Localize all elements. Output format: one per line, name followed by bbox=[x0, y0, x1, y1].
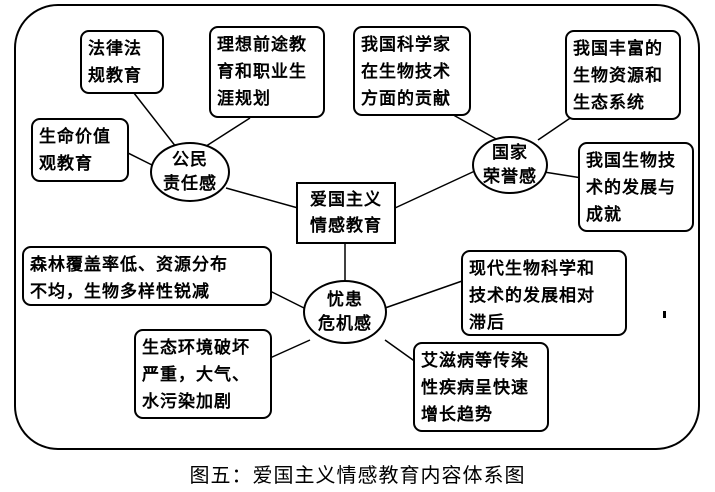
connector-crisis-ecology bbox=[269, 339, 311, 359]
hub-civic-responsibility: 公民 责任感 bbox=[150, 142, 230, 202]
hub-honor-label: 国家 荣誉感 bbox=[483, 143, 537, 187]
connector-civic-law bbox=[129, 87, 181, 153]
hub-national-honor: 国家 荣誉感 bbox=[472, 136, 548, 194]
connector-crisis-forest bbox=[267, 289, 309, 311]
diagram-frame bbox=[14, 4, 700, 450]
box-scientists-contribution: 我国科学家 在生物技术 方面的贡献 bbox=[353, 26, 471, 116]
box-biotech-development: 我国生物技 术的发展与 成就 bbox=[578, 142, 694, 232]
box-aids-infectious-disease: 艾滋病等传染 性疾病呈快速 增长趋势 bbox=[413, 342, 549, 432]
box-life-values-education: 生命价值 观教育 bbox=[31, 118, 129, 182]
center-node-label: 爱国主义 情感教育 bbox=[310, 190, 382, 236]
box-forest-resources-biodiversity: 森林覆盖率低、资源分布 不均，生物多样性锐减 bbox=[22, 246, 272, 306]
box-ecology-pollution: 生态环境破坏 严重，大气、 水污染加剧 bbox=[134, 329, 272, 419]
connector-honor-center bbox=[394, 169, 478, 209]
box-modern-biotech-lag: 现代生物科学和 技术的发展相对 滞后 bbox=[461, 250, 627, 336]
connector-honor-scientists bbox=[447, 111, 499, 141]
hub-crisis-label: 忧患 危机感 bbox=[318, 290, 372, 334]
connector-crisis-modern bbox=[384, 279, 466, 309]
connector-civic-center bbox=[225, 187, 299, 209]
box-ideal-career-planning: 理想前途教 育和职业生 涯规划 bbox=[209, 26, 325, 118]
hub-civic-label: 公民 责任感 bbox=[163, 150, 217, 194]
figure-caption: 图五：爱国主义情感教育内容体系图 bbox=[189, 463, 526, 487]
center-node-patriotic-education: 爱国主义 情感教育 bbox=[296, 182, 396, 244]
box-rich-resources: 我国丰富的 生物资源和 生态系统 bbox=[565, 30, 681, 120]
connector-honor-techdev bbox=[543, 171, 583, 179]
box-law-education: 法律法 规教育 bbox=[80, 30, 164, 94]
hub-crisis-awareness: 忧患 危机感 bbox=[303, 280, 387, 344]
stray-mark bbox=[663, 311, 666, 318]
